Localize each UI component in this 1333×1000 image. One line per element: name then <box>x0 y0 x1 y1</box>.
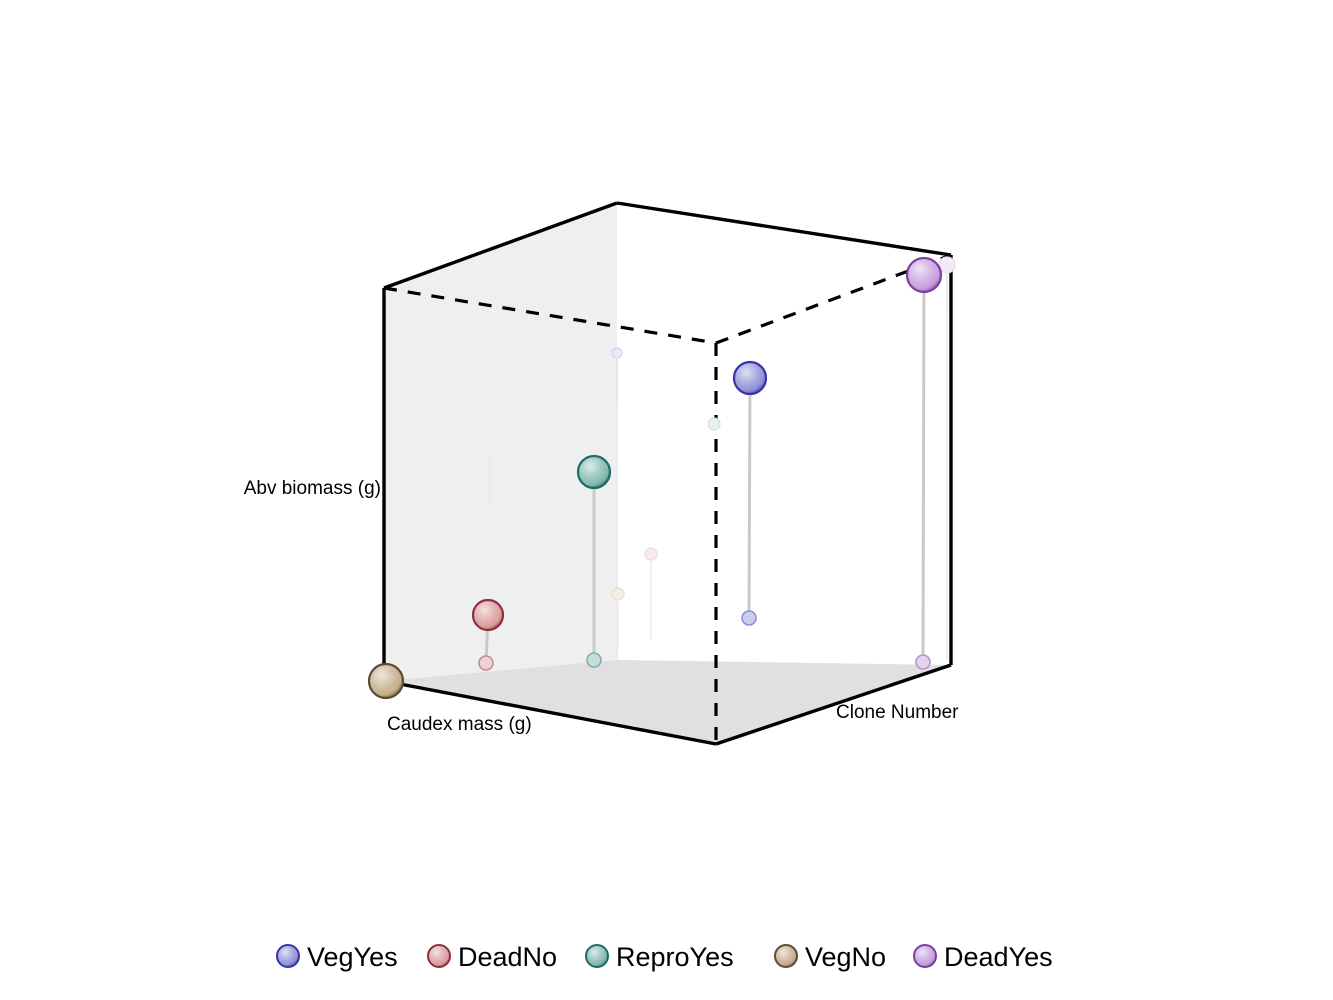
data-marker[interactable] <box>367 662 405 700</box>
edge-top-left <box>383 201 618 290</box>
data-points-layer <box>367 256 956 700</box>
legend-marker <box>913 944 937 968</box>
legend-label: ReproYes <box>616 942 734 972</box>
data-marker[interactable] <box>576 454 612 490</box>
edge-back-right-dashed <box>715 253 952 345</box>
floor-marker <box>586 652 602 668</box>
legend-label: DeadYes <box>944 942 1053 972</box>
data-marker[interactable] <box>905 256 943 294</box>
legend-marker <box>774 944 798 968</box>
legend-item-vegyes[interactable]: VegYes <box>276 942 398 972</box>
legend-label: DeadNo <box>458 942 557 972</box>
point-projection <box>611 587 625 601</box>
legend: VegYes DeadNo ReproYes VegNo DeadYes <box>276 942 1053 972</box>
floor-marker <box>478 655 494 671</box>
axes-solid-edges <box>382 201 953 746</box>
legend-marker <box>427 944 451 968</box>
legend-item-deadyes[interactable]: DeadYes <box>913 942 1053 972</box>
floor-marker <box>915 654 931 670</box>
axes-hidden-edges <box>383 253 952 744</box>
projection-marker <box>611 587 625 601</box>
point-projection <box>644 547 658 561</box>
data-point-reproyes <box>489 452 612 668</box>
data-point-vegno <box>367 662 405 700</box>
edge-floor-front-right <box>715 663 952 746</box>
projection-marker <box>707 417 721 431</box>
legend-item-vegno[interactable]: VegNo <box>774 942 886 972</box>
data-point-deadno <box>450 598 505 671</box>
edge-back-left-dashed <box>383 286 717 345</box>
point-projection <box>707 417 721 431</box>
axis-label-y: Clone Number <box>836 702 959 723</box>
axis-label-x: Caudex mass (g) <box>387 714 532 735</box>
legend-item-reproyes[interactable]: ReproYes <box>585 942 734 972</box>
dropline <box>747 377 752 619</box>
edge-top-right <box>616 201 952 257</box>
data-marker[interactable] <box>471 598 505 632</box>
data-marker[interactable] <box>732 360 768 396</box>
legend-label: VegYes <box>307 942 398 972</box>
legend-marker <box>276 944 300 968</box>
legend-marker <box>585 944 609 968</box>
axis-label-z: Abv biomass (g) <box>244 478 381 499</box>
data-point-deadyes <box>905 256 948 670</box>
dropline <box>921 274 926 663</box>
floor-marker <box>741 610 757 626</box>
edge-floor-front-left <box>383 679 717 746</box>
legend-label: VegNo <box>805 942 886 972</box>
pane-floor <box>384 660 951 744</box>
legend-item-deadno[interactable]: DeadNo <box>427 942 557 972</box>
pane-left-wall <box>384 203 617 681</box>
data-point-vegyes <box>616 353 768 626</box>
projection-marker <box>644 547 658 561</box>
axes-panes <box>384 203 951 744</box>
